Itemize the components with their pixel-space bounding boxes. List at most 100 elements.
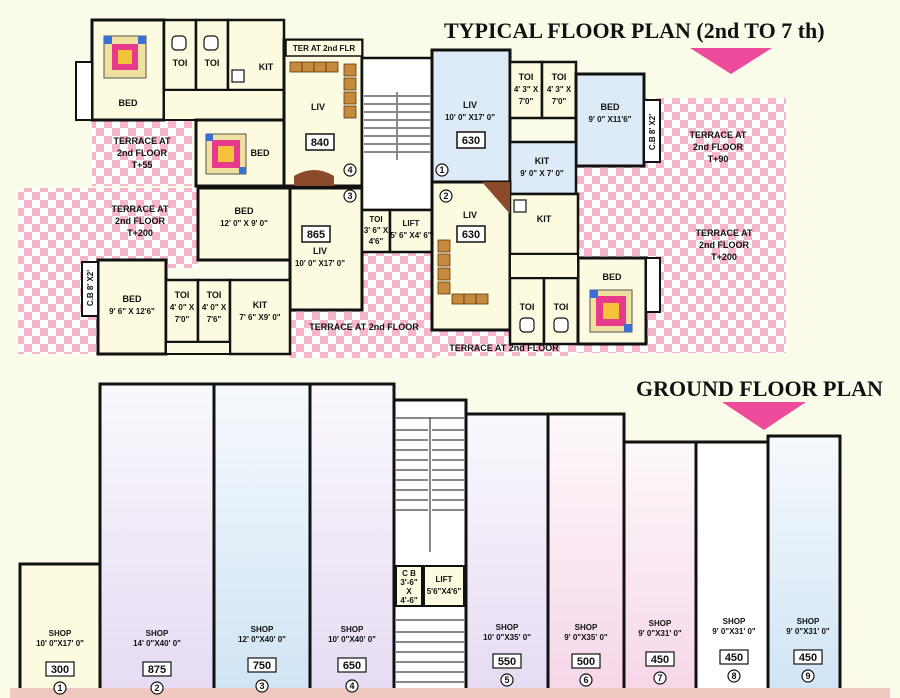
label-toi-r1-l3: 7'0"	[519, 97, 534, 106]
shop-4-labels: SHOP 10' 0"X40' 0" 650 4	[328, 625, 376, 693]
room-liv-630-a	[430, 48, 512, 184]
terrace-200-l-l2: 2nd FLOOR	[115, 216, 165, 226]
room-toi-b1	[508, 276, 546, 346]
label-toi-b1: TOI	[520, 302, 535, 312]
shop-2-marker	[150, 681, 164, 695]
shop-2-size: 14' 0"X40' 0"	[133, 639, 181, 648]
shop-3-label: SHOP	[251, 625, 274, 634]
shop-7-labels: SHOP 9' 0"X31' 0" 450 7	[638, 619, 682, 685]
shop-6-number: 6	[583, 675, 588, 685]
shop-5-labels: SHOP 10' 0"X35' 0" 550 5	[483, 623, 531, 687]
label-core-toi-l2: 3' 6" X	[364, 226, 389, 235]
terrace-200-l-l3: T+200	[127, 228, 153, 238]
corner-table	[482, 182, 510, 214]
area-840: 840	[311, 137, 329, 149]
marker-1	[435, 163, 449, 177]
shop-6-labels: SHOP 9' 0"X35' 0" 500 6	[564, 623, 608, 687]
passage-bottom	[165, 341, 231, 355]
shop-5-size: 10' 0"X35' 0"	[483, 633, 531, 642]
label-core-lift-l1: LIFT	[403, 219, 420, 228]
area-630-b: 630	[462, 229, 480, 241]
shop-8-size: 9' 0"X31' 0"	[712, 627, 756, 636]
shop-9-size: 9' 0"X31' 0"	[786, 627, 830, 636]
label-toi-r2-l1: TOI	[552, 72, 567, 82]
label-toi-r1-l2: 4' 3" X	[514, 85, 539, 94]
shop-3-area-box	[247, 657, 277, 673]
label-core-toi-l3: 4'6"	[369, 237, 384, 246]
shop-5-area-box	[492, 653, 522, 669]
label-bed-9x12-l2: 9' 6" X 12'6"	[109, 307, 155, 316]
shop-1-area: 300	[51, 664, 69, 676]
label-ter-2nd-flr: TER AT 2nd FLR	[293, 44, 355, 53]
label-toi-1: TOI	[173, 58, 188, 68]
ter-2nd-flr-strip	[285, 39, 363, 57]
label-toi-b2: TOI	[554, 302, 569, 312]
shop-4	[308, 382, 396, 698]
label-bed-12x9-l2: 12' 0" X 9' 0"	[220, 219, 268, 228]
sofa-liv-630	[437, 239, 489, 305]
shop-9-area: 450	[799, 652, 817, 664]
room-toi-2	[194, 18, 230, 92]
stair-steps-typical	[364, 92, 430, 160]
label-core-toi-l1: TOI	[369, 215, 382, 224]
room-toi-a	[164, 278, 200, 344]
bed-furniture-mid	[205, 133, 247, 175]
shop-6	[546, 412, 626, 698]
label-toi-b-l1: TOI	[207, 290, 222, 300]
terrace-200-r-l2: 2nd FLOOR	[699, 240, 749, 250]
shop-2	[98, 382, 216, 698]
room-bed-r	[574, 72, 646, 168]
shop-4-size: 10' 0"X40' 0"	[328, 635, 376, 644]
shop-4-area: 650	[343, 660, 361, 672]
shop-4-number: 4	[349, 681, 354, 691]
shop-6-area: 500	[577, 656, 595, 668]
shop-1-area-box	[45, 661, 75, 677]
window-bed-b	[645, 257, 661, 313]
label-kit-b: KIT	[537, 214, 552, 224]
shop-3-area: 750	[253, 660, 271, 672]
terrace-90-l1: TERRACE AT	[690, 130, 747, 140]
label-bed-r-l2: 9' 0" X11'6"	[589, 115, 632, 124]
toilet-fixtures	[171, 35, 569, 333]
label-kit-7x9-l1: KIT	[253, 300, 268, 310]
room-kit-b	[508, 192, 580, 256]
label-liv-865-l1: LIV	[313, 246, 327, 256]
terrace-200-r-l1: TERRACE AT	[696, 228, 753, 238]
shop-1-label: SHOP	[49, 629, 72, 638]
marker-4-text: 4	[347, 165, 352, 175]
shop-6-size: 9' 0"X35' 0"	[564, 633, 608, 642]
ground-arrow-icon	[722, 402, 806, 430]
label-kit-r-l1: KIT	[535, 156, 550, 166]
marker-3-text: 3	[347, 191, 352, 201]
shop-6-label: SHOP	[575, 623, 598, 632]
area-865: 865	[307, 229, 325, 241]
shop-4-area-box	[337, 657, 367, 673]
room-liv-865	[288, 186, 364, 312]
shop-6-marker	[579, 673, 593, 687]
bed-furniture-top	[103, 35, 147, 79]
ground-cb-l3: X	[406, 587, 412, 596]
shop-9-labels: SHOP 9' 0"X31' 0" 450 9	[786, 617, 830, 683]
passage-right	[509, 253, 579, 279]
shop-4-label: SHOP	[341, 625, 364, 634]
ground-lift-box	[423, 565, 465, 607]
terrace-90-l2: 2nd FLOOR	[693, 142, 743, 152]
label-bed-top: BED	[118, 98, 138, 108]
label-kit-top: KIT	[259, 62, 274, 72]
shop-8-label: SHOP	[723, 617, 746, 626]
terrace-200-l-l1: TERRACE AT	[112, 204, 169, 214]
label-liv-865-l2: 10' 0" X17' 0"	[295, 259, 345, 268]
shop-8-labels: SHOP 9' 0"X31' 0" 450 8	[712, 617, 756, 683]
shop-9-label: SHOP	[797, 617, 820, 626]
shop-2-area-box	[142, 661, 172, 677]
area-box-630-b	[456, 225, 486, 243]
terrace-200-r-l3: T+200	[711, 252, 737, 262]
shop-5	[464, 412, 550, 698]
label-liv-b: LIV	[463, 210, 477, 220]
label-toi-r2-l2: 4' 3" X	[547, 85, 572, 94]
shop-2-number: 2	[154, 683, 159, 693]
ground-cb-l1: C B	[402, 569, 416, 578]
shop-7-size: 9' 0"X31' 0"	[638, 629, 682, 638]
shop-5-marker	[500, 673, 514, 687]
